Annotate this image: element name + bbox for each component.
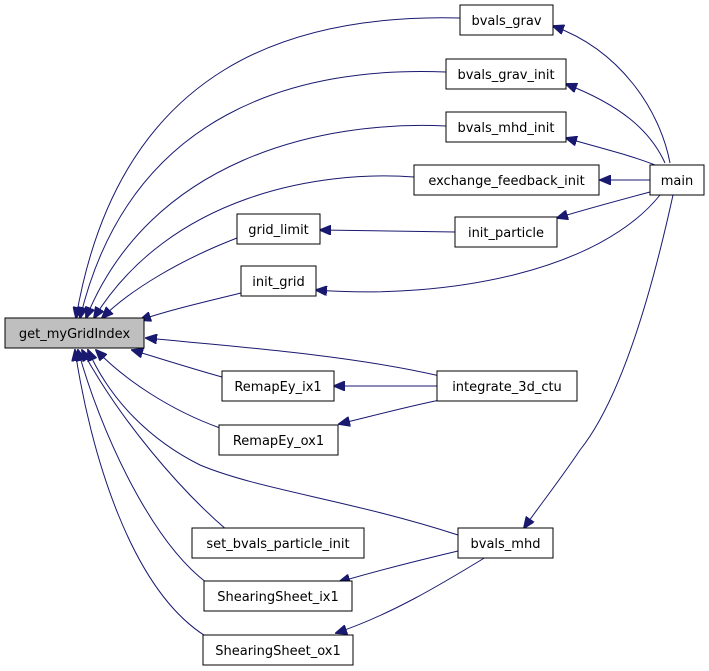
edge-integrate-3d-ctu-to-root [146, 338, 441, 377]
node-init-grid[interactable]: init_grid [240, 265, 317, 297]
node-shearingsheet-ox1[interactable]: ShearingSheet_ox1 [202, 634, 354, 666]
node-bvals-grav[interactable]: bvals_grav [459, 4, 554, 36]
node-label: bvals_grav [471, 14, 541, 29]
edge-bvals-mhd-to-root [88, 350, 459, 536]
node-get-mygridindex[interactable]: get_myGridIndex [4, 317, 145, 349]
node-grid-limit[interactable]: grid_limit [236, 213, 321, 245]
edge-bvals-mhd-to-shearingsheet-ix1 [339, 550, 459, 582]
node-label: bvals_grav_init [457, 68, 554, 83]
node-label: bvals_mhd_init [457, 121, 554, 136]
edge-bvals-mhd-init-to-root [86, 124, 447, 318]
edge-init-grid-to-root [140, 292, 242, 320]
edge-integrate-3d-ctu-to-remapey-ox1 [339, 399, 441, 424]
edge-bvals-grav-to-root [76, 17, 461, 318]
node-label: integrate_3d_ctu [452, 380, 562, 395]
edge-main-to-bvals-grav [553, 26, 671, 164]
node-bvals-mhd[interactable]: bvals_mhd [457, 527, 554, 559]
node-remapey-ix1[interactable]: RemapEy_ix1 [221, 370, 335, 402]
node-label: init_grid [252, 275, 305, 290]
edge-remapey-ix1-to-root [132, 350, 223, 378]
node-remapey-ox1[interactable]: RemapEy_ox1 [218, 424, 339, 456]
node-label: ShearingSheet_ox1 [215, 644, 341, 659]
node-label: init_particle [468, 226, 544, 241]
edge-shearingsheet-ix1-to-root [78, 350, 208, 584]
node-label: set_bvals_particle_init [206, 537, 349, 552]
edge-main-to-bvals-grav-init [566, 84, 666, 164]
edge-bvals-grav-init-to-root [80, 71, 447, 318]
node-exchange-feedback-init[interactable]: exchange_feedback_init [413, 164, 600, 196]
node-set-bvals-particle-init[interactable]: set_bvals_particle_init [191, 527, 365, 559]
node-bvals-mhd-init[interactable]: bvals_mhd_init [445, 111, 567, 143]
edge-main-to-init-particle [557, 191, 651, 218]
edge-main-to-bvals-mhd [524, 194, 674, 528]
node-label: exchange_feedback_init [428, 174, 584, 189]
edge-init-particle-to-grid-limit [320, 230, 456, 232]
node-label: main [661, 174, 693, 189]
node-label: grid_limit [248, 223, 309, 238]
node-main[interactable]: main [649, 164, 705, 196]
node-label: RemapEy_ox1 [233, 434, 324, 449]
edge-set-bvals-particle-init-to-root [82, 350, 229, 532]
edge-shearingsheet-ox1-to-root [75, 350, 208, 638]
node-init-particle[interactable]: init_particle [454, 216, 558, 248]
edge-main-to-init-grid [316, 194, 661, 292]
edge-remapey-ox1-to-root [96, 350, 221, 429]
edge-exchange-feedback-init-to-root [94, 175, 415, 318]
node-label: bvals_mhd [471, 537, 541, 552]
node-integrate-3d-ctu[interactable]: integrate_3d_ctu [436, 370, 578, 402]
node-shearingsheet-ix1[interactable]: ShearingSheet_ix1 [203, 580, 353, 612]
node-label: get_myGridIndex [19, 327, 131, 342]
node-bvals-grav-init[interactable]: bvals_grav_init [445, 58, 567, 90]
node-label: ShearingSheet_ix1 [217, 590, 339, 605]
node-label: RemapEy_ix1 [234, 380, 321, 395]
edge-bvals-mhd-to-shearingsheet-ox1 [336, 556, 487, 633]
edge-grid-limit-to-root [102, 237, 238, 318]
edge-main-to-bvals-mhd-init [566, 138, 656, 166]
edges [75, 17, 674, 638]
